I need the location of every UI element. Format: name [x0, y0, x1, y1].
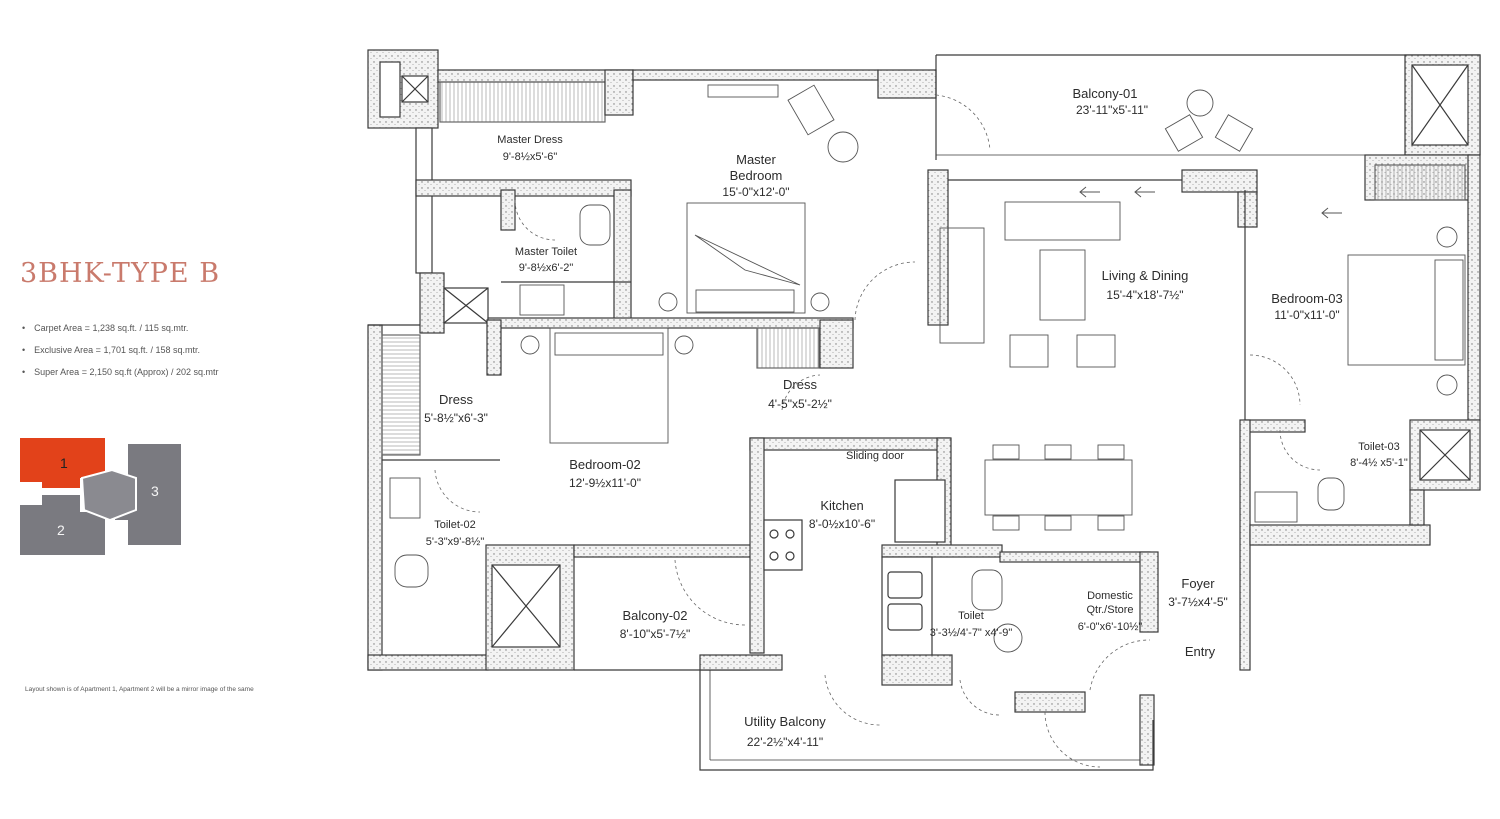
kitchen-dim: 8'-0½x10'-6" — [809, 517, 875, 531]
bedroom-03-dim: 11'-0"x11'-0" — [1274, 308, 1339, 322]
key-core — [80, 468, 137, 522]
balcony-02-dim: 8'-10"x5'-7½" — [620, 627, 690, 641]
key-plan: 1 2 3 — [20, 438, 181, 555]
toilet-02-dim: 5'-3"x9'-8½" — [426, 536, 485, 548]
bedroom-03-label: Bedroom-03 — [1271, 291, 1343, 306]
key-block-1 — [20, 438, 105, 488]
master-dress-dim: 9'-8½x5'-6" — [503, 151, 558, 163]
key-block-3 — [115, 444, 181, 545]
bedroom-02-dim: 12'-9½x11'-0" — [569, 476, 641, 490]
balcony-02-label: Balcony-02 — [622, 608, 687, 623]
key-label-2: 2 — [57, 522, 65, 538]
toilet-03-label: Toilet-03 — [1358, 441, 1400, 453]
door-swings — [434, 94, 1321, 768]
area-list: Carpet Area = 1,238 sq.ft. / 115 sq.mtr.… — [22, 323, 219, 389]
key-label-1: 1 — [60, 455, 68, 471]
domestic-qtr-dim: 6'-0"x6'-10½" — [1078, 621, 1143, 633]
room-labels: Balcony-01 23'-11"x5'-11" Master Dress 9… — [424, 86, 1408, 749]
carpet-area: Carpet Area = 1,238 sq.ft. / 115 sq.mtr. — [22, 323, 219, 333]
foyer-label: Foyer — [1181, 576, 1215, 591]
sliding-door-label: Sliding door — [846, 450, 904, 462]
super-area: Super Area = 2,150 sq.ft (Approx) / 202 … — [22, 367, 218, 377]
balcony-01-label: Balcony-01 — [1072, 86, 1137, 101]
master-dress-label: Master Dress — [497, 134, 563, 146]
master-bedroom-label: Master — [736, 152, 776, 167]
kitchen-label: Kitchen — [820, 498, 863, 513]
master-bedroom-label-2: Bedroom — [730, 168, 783, 183]
utility-balcony-label: Utility Balcony — [744, 714, 826, 729]
living-dining-label: Living & Dining — [1102, 268, 1189, 283]
toilet-02-label: Toilet-02 — [434, 519, 476, 531]
bedroom-02-label: Bedroom-02 — [569, 457, 641, 472]
balcony-01-dim: 23'-11"x5'-11" — [1076, 103, 1148, 117]
plan-title: 3BHK-TYPE B — [20, 258, 221, 289]
dress-2-label: Dress — [783, 377, 817, 392]
layout-note: Layout shown is of Apartment 1, Apartmen… — [25, 686, 254, 693]
key-label-3: 3 — [151, 483, 159, 499]
entry-label: Entry — [1185, 644, 1216, 659]
master-toilet-dim: 9'-8½x6'-2" — [519, 262, 574, 274]
walls — [367, 49, 1481, 771]
toilet-label: Toilet — [958, 610, 984, 622]
dress-dim: 5'-8½"x6'-3" — [424, 411, 488, 425]
dress-2-dim: 4'-5"x5'-2½" — [768, 397, 832, 411]
exclusive-area: Exclusive Area = 1,701 sq.ft. / 158 sq.m… — [22, 345, 219, 355]
master-toilet-label: Master Toilet — [515, 246, 577, 258]
foyer-dim: 3'-7½x4'-5" — [1168, 595, 1228, 609]
sliding-arrows — [1079, 186, 1342, 219]
master-bedroom-dim: 15'-0"x12'-0" — [722, 185, 789, 199]
furniture — [389, 84, 1466, 653]
dress-label: Dress — [439, 392, 473, 407]
toilet-dim: 3'-3½/4'-7" x4'-9" — [930, 627, 1013, 639]
key-block-2 — [20, 495, 105, 555]
domestic-qtr-label-2: Qtr./Store — [1086, 604, 1133, 616]
toilet-03-dim: 8'-4½ x5'-1" — [1350, 457, 1408, 469]
domestic-qtr-label: Domestic — [1087, 590, 1133, 602]
living-dining-dim: 15'-4"x18'-7½" — [1106, 288, 1183, 302]
utility-balcony-dim: 22'-2½"x4'-11" — [747, 735, 823, 749]
